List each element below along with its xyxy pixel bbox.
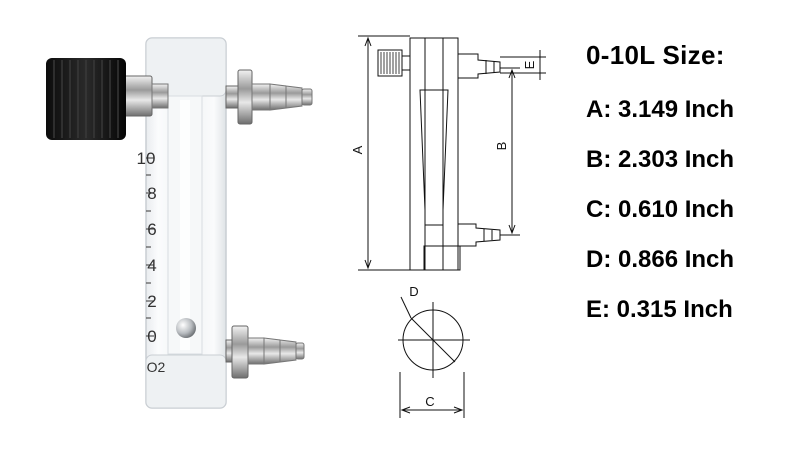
label-a: A: [350, 145, 365, 154]
label-d: D: [409, 284, 418, 299]
label-e: E: [522, 60, 537, 69]
label-b: B: [494, 142, 509, 151]
scale-number-4: 4: [147, 256, 156, 275]
specs-title: 0-10L Size:: [586, 40, 725, 70]
tube-body: [145, 37, 227, 409]
label-c: C: [425, 394, 434, 409]
scale-number-0: 0: [147, 327, 156, 346]
drawing-body-outline: [409, 37, 459, 271]
top-outlet-fitting: [225, 69, 313, 125]
flowmeter-photo: 10 8 6 4 2 0 O2: [46, 37, 313, 409]
dimension-e: [500, 50, 546, 80]
scale-number-8: 8: [147, 184, 156, 203]
scale-ticks: [146, 157, 154, 337]
spec-c: C: 0.610 Inch: [586, 196, 735, 223]
scale-number-2: 2: [147, 292, 156, 311]
size-specs: 0-10L Size: A: 3.149 Inch B: 2.303 Inch …: [586, 40, 796, 345]
spec-d: D: 0.866 Inch: [586, 246, 735, 273]
dimension-c: [399, 372, 465, 418]
scale-number-10: 10: [137, 149, 156, 168]
bottom-inlet-fitting: [225, 325, 305, 379]
float-ball: [176, 318, 196, 338]
gas-label: O2: [147, 359, 166, 375]
cross-section: [398, 296, 470, 378]
dimension-drawing: A B E D C: [350, 35, 546, 418]
spec-e: E: 0.315 Inch: [586, 296, 733, 323]
spec-a: A: 3.149 Inch: [586, 96, 735, 123]
spec-b: B: 2.303 Inch: [586, 146, 735, 173]
dimension-b: [500, 67, 520, 236]
control-knob: [46, 58, 169, 140]
dimension-a: [358, 35, 410, 271]
scale-number-6: 6: [147, 220, 156, 239]
